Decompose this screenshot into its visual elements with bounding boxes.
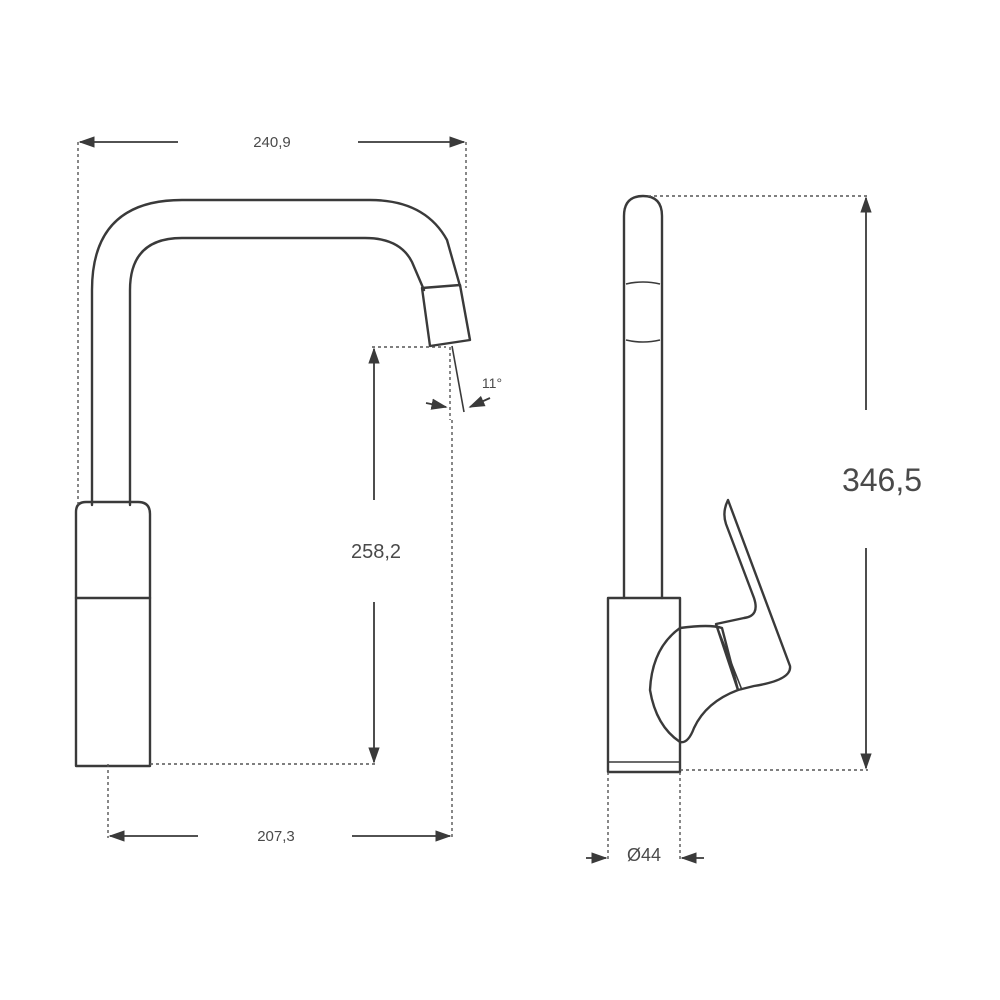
- side-spout-band-bottom: [625, 339, 661, 343]
- body-top-cap: [74, 500, 152, 600]
- side-lever-joint: [715, 623, 743, 691]
- spout-outer-edge: [90, 198, 462, 507]
- front-view: 240,9 258,2 11° 207,3: [74, 134, 502, 845]
- body-base: [74, 596, 152, 768]
- angle-reference-line: [451, 345, 465, 413]
- width-dimension-label: 240,9: [253, 134, 291, 151]
- side-spout-band-top: [625, 281, 661, 285]
- reach-dimension-label: 207,3: [257, 828, 295, 845]
- side-lever-hub: [648, 624, 740, 744]
- angle-label: 11°: [482, 375, 502, 391]
- angle-arrow-left: [425, 398, 448, 410]
- side-spout-column: [622, 194, 664, 600]
- aerator-nozzle: [420, 283, 472, 348]
- angle-arrow-right: [468, 395, 491, 408]
- side-view: 346,5 Ø44: [586, 194, 922, 865]
- side-body: [606, 596, 682, 774]
- side-height-label: 346,5: [842, 462, 922, 498]
- spout-inner-edge: [128, 236, 426, 507]
- diameter-label: Ø44: [627, 845, 661, 865]
- height-dimension-label: 258,2: [351, 541, 401, 563]
- side-lever-handle: [714, 498, 792, 692]
